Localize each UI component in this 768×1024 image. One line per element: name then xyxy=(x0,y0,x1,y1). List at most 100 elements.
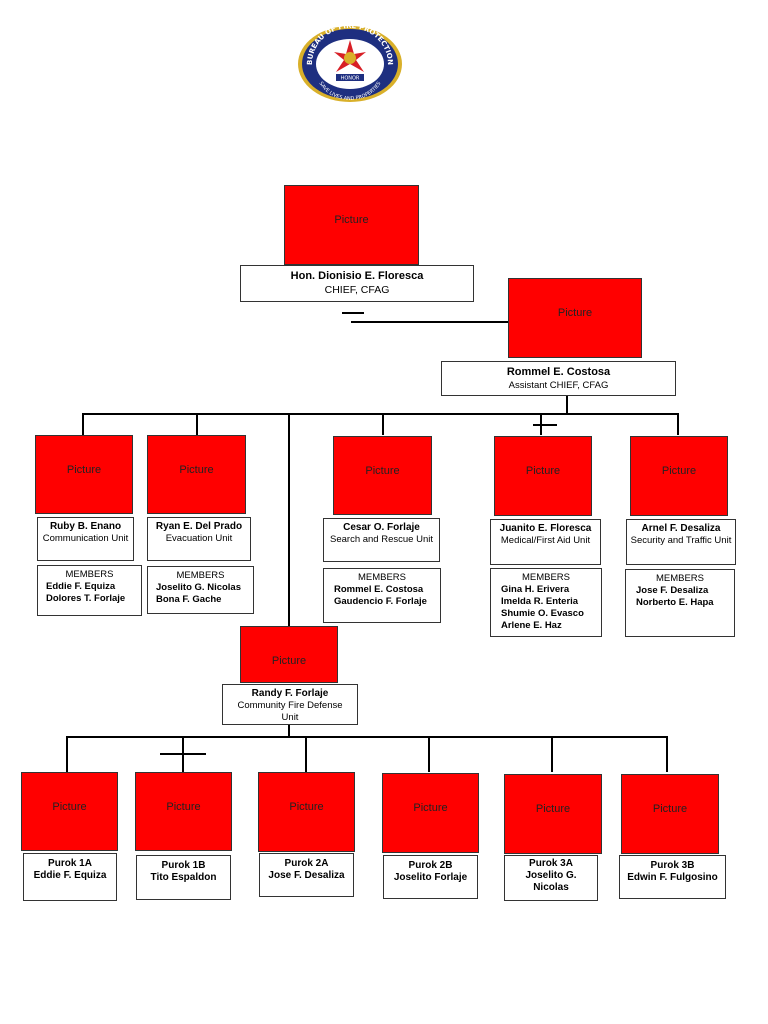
picture-label: Picture xyxy=(52,801,87,813)
unit-head-name: Arnel F. Desaliza xyxy=(641,523,721,534)
member-name: Gaudencio F. Forlaje xyxy=(334,596,427,607)
unit-role: Evacuation Unit xyxy=(165,533,233,544)
unit-members-box: MEMBERS Joselito G. Nicolas Bona F. Gach… xyxy=(147,566,254,614)
purok-picture: Picture xyxy=(504,774,602,854)
assistant-box: Rommel E. Costosa Assistant CHIEF, CFAG xyxy=(441,361,676,396)
purok-leader: Edwin F. Fulgosino xyxy=(627,872,718,883)
purok-leader: Tito Espaldon xyxy=(150,872,217,883)
assistant-picture: Picture xyxy=(508,278,642,358)
member-name: Norberto E. Hapa xyxy=(636,597,714,608)
connector-line xyxy=(82,413,84,435)
unit-members-box: MEMBERS Gina H. Erivera Imelda R. Enteri… xyxy=(490,568,602,637)
purok-name: Purok 3B xyxy=(650,860,695,871)
chief-role: CHIEF, CFAG xyxy=(324,284,390,296)
member-name: Bona F. Gache xyxy=(156,594,222,605)
connector-line xyxy=(342,312,364,314)
member-name: Gina H. Erivera xyxy=(501,584,570,595)
cfd-box: Randy F. Forlaje Community Fire Defense … xyxy=(222,684,358,725)
member-name: Dolores T. Forlaje xyxy=(46,593,126,604)
unit-picture: Picture xyxy=(147,435,246,514)
chief-picture: Picture xyxy=(284,185,419,265)
purok-box: Purok 1B Tito Espaldon xyxy=(136,855,231,900)
unit-members-box: MEMBERS Jose F. Desaliza Norberto E. Hap… xyxy=(625,569,735,637)
logo-banner xyxy=(336,74,364,81)
unit-members-box: MEMBERS Eddie F. Equiza Dolores T. Forla… xyxy=(37,565,142,616)
purok-box: Purok 2B Joselito Forlaje xyxy=(383,855,478,899)
member-name: Jose F. Desaliza xyxy=(636,585,709,596)
purok-name: Purok 1B xyxy=(161,860,206,871)
member-name: Arlene E. Haz xyxy=(501,620,562,631)
unit-box: Cesar O. Forlaje Search and Rescue Unit xyxy=(323,518,440,562)
picture-label: Picture xyxy=(652,803,688,815)
picture-label: Picture xyxy=(66,464,102,476)
connector-line xyxy=(82,413,678,415)
connector-line xyxy=(288,724,290,738)
unit-members-box: MEMBERS Rommel E. Costosa Gaudencio F. F… xyxy=(323,568,441,623)
picture-label: Picture xyxy=(166,801,201,813)
purok-name: Purok 1A xyxy=(48,858,92,869)
member-name: Rommel E. Costosa xyxy=(334,584,424,595)
picture-label: Picture xyxy=(661,465,697,477)
connector-line xyxy=(382,413,384,435)
logo-banner-text: HONOR xyxy=(341,76,360,82)
assistant-role: Assistant CHIEF, CFAG xyxy=(508,380,609,391)
member-name: Imelda R. Enteria xyxy=(501,596,579,607)
purok-box: Purok 3B Edwin F. Fulgosino xyxy=(619,855,726,899)
unit-role: Communication Unit xyxy=(42,533,129,544)
picture-label: Picture xyxy=(535,803,571,815)
unit-picture: Picture xyxy=(333,436,432,515)
members-heading: MEMBERS xyxy=(655,573,705,584)
picture-label: Picture xyxy=(557,307,593,319)
picture-label: Picture xyxy=(334,214,369,226)
unit-head-name: Ruby B. Enano xyxy=(49,521,122,532)
picture-label: Picture xyxy=(271,655,307,667)
connector-line xyxy=(533,424,557,426)
connector-line xyxy=(551,736,553,772)
purok-box: Purok 2A Jose F. Desaliza xyxy=(259,853,354,897)
purok-picture: Picture xyxy=(258,772,355,852)
picture-label: Picture xyxy=(413,802,448,814)
picture-label: Picture xyxy=(525,465,561,477)
unit-box: Ruby B. Enano Communication Unit xyxy=(37,517,134,561)
purok-name: Purok 2A xyxy=(284,858,329,869)
purok-box: Purok 3A Joselito G. Nicolas xyxy=(504,855,598,901)
connector-line xyxy=(305,736,307,772)
members-heading: MEMBERS xyxy=(357,572,407,583)
logo-emblem-center xyxy=(344,52,356,64)
assistant-name: Rommel E. Costosa xyxy=(506,366,611,378)
unit-box: Juanito E. Floresca Medical/First Aid Un… xyxy=(490,519,601,565)
unit-box: Arnel F. Desaliza Security and Traffic U… xyxy=(626,519,736,565)
purok-picture: Picture xyxy=(382,773,479,853)
unit-picture: Picture xyxy=(630,436,728,516)
connector-line xyxy=(160,753,206,755)
connector-line xyxy=(66,736,68,772)
unit-picture: Picture xyxy=(494,436,592,516)
purok-leader: Jose F. Desaliza xyxy=(268,870,345,881)
chief-name: Hon. Dionisio E. Floresca xyxy=(290,270,424,282)
member-name: Eddie F. Equiza xyxy=(46,581,116,592)
picture-label: Picture xyxy=(289,801,324,813)
member-name: Shumie O. Evasco xyxy=(501,608,584,619)
members-heading: MEMBERS xyxy=(176,570,225,581)
unit-role: Security and Traffic Unit xyxy=(630,535,732,546)
connector-line xyxy=(666,736,668,772)
connector-line xyxy=(428,736,430,772)
unit-head-name: Cesar O. Forlaje xyxy=(343,522,420,533)
purok-picture: Picture xyxy=(621,774,719,854)
cfd-head-name: Randy F. Forlaje xyxy=(251,688,329,699)
unit-head-name: Ryan E. Del Prado xyxy=(155,521,243,532)
members-heading: MEMBERS xyxy=(521,572,571,583)
picture-label: Picture xyxy=(179,464,214,476)
bfp-logo: BUREAU OF FIRE PROTECTION SAVE LIVES AND… xyxy=(298,24,402,102)
purok-picture: Picture xyxy=(21,772,118,851)
member-name: Joselito G. Nicolas xyxy=(156,582,241,593)
purok-name: Purok 3A xyxy=(529,858,573,869)
unit-picture: Picture xyxy=(35,435,133,514)
purok-leader: Eddie F. Equiza xyxy=(33,870,107,881)
cfd-role: Community Fire Defense Unit xyxy=(237,700,343,723)
connector-line xyxy=(196,413,198,435)
chief-box: Hon. Dionisio E. Floresca CHIEF, CFAG xyxy=(240,265,474,302)
connector-line xyxy=(566,396,568,414)
connector-line xyxy=(351,321,509,323)
purok-box: Purok 1A Eddie F. Equiza xyxy=(23,853,117,901)
